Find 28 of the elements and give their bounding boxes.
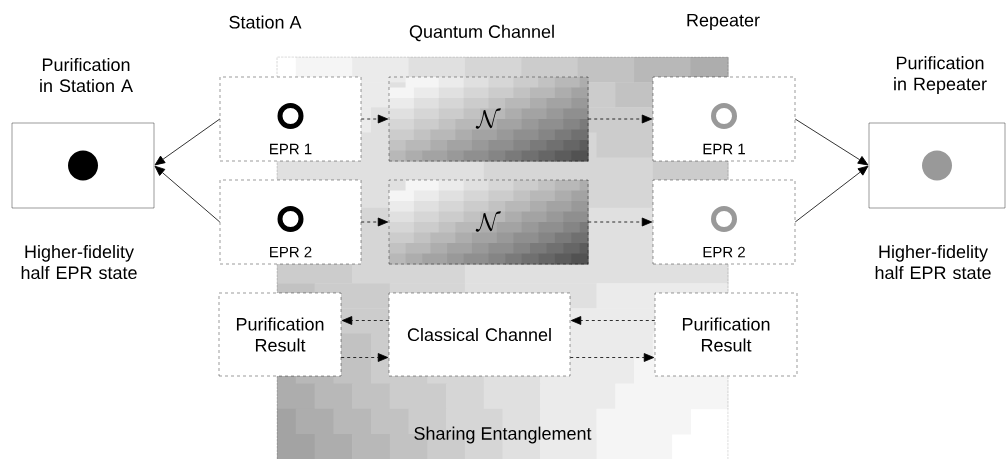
column-heading: Quantum Channel bbox=[409, 24, 554, 42]
process-box: Classical Channel bbox=[388, 292, 571, 377]
arrow bbox=[569, 353, 655, 362]
node-label: Higher-fidelity half EPR state bbox=[21, 244, 137, 280]
column-heading: Repeater bbox=[687, 13, 760, 31]
noise-channel-box: $\mathcal{N}$ bbox=[388, 76, 589, 162]
box-heading: Purification in Station A bbox=[40, 57, 133, 93]
arrow bbox=[154, 118, 221, 166]
node-label: Higher-fidelity half EPR state bbox=[875, 244, 991, 280]
arrow bbox=[794, 118, 869, 166]
epr-pair-box: EPR 1 bbox=[219, 76, 362, 162]
process-box: Purification Result bbox=[654, 292, 798, 377]
epr-pair-box: EPR 2 bbox=[652, 179, 796, 265]
arrow bbox=[341, 316, 390, 325]
arrow bbox=[794, 165, 869, 223]
arrow bbox=[360, 217, 389, 227]
arrow bbox=[570, 316, 656, 325]
noise-channel-box: $\mathcal{N}$ bbox=[388, 179, 589, 265]
arrow bbox=[154, 165, 221, 223]
box-heading: Purification in Repeater bbox=[894, 56, 987, 94]
process-box: Purification Result bbox=[218, 292, 342, 377]
arrow bbox=[360, 114, 389, 124]
arrow bbox=[587, 217, 653, 227]
column-heading: Station A bbox=[229, 15, 302, 29]
arrow bbox=[587, 114, 653, 124]
arrow bbox=[340, 353, 389, 362]
epr-pair-box: EPR 2 bbox=[219, 179, 362, 265]
epr-pair-box: EPR 1 bbox=[652, 76, 796, 162]
